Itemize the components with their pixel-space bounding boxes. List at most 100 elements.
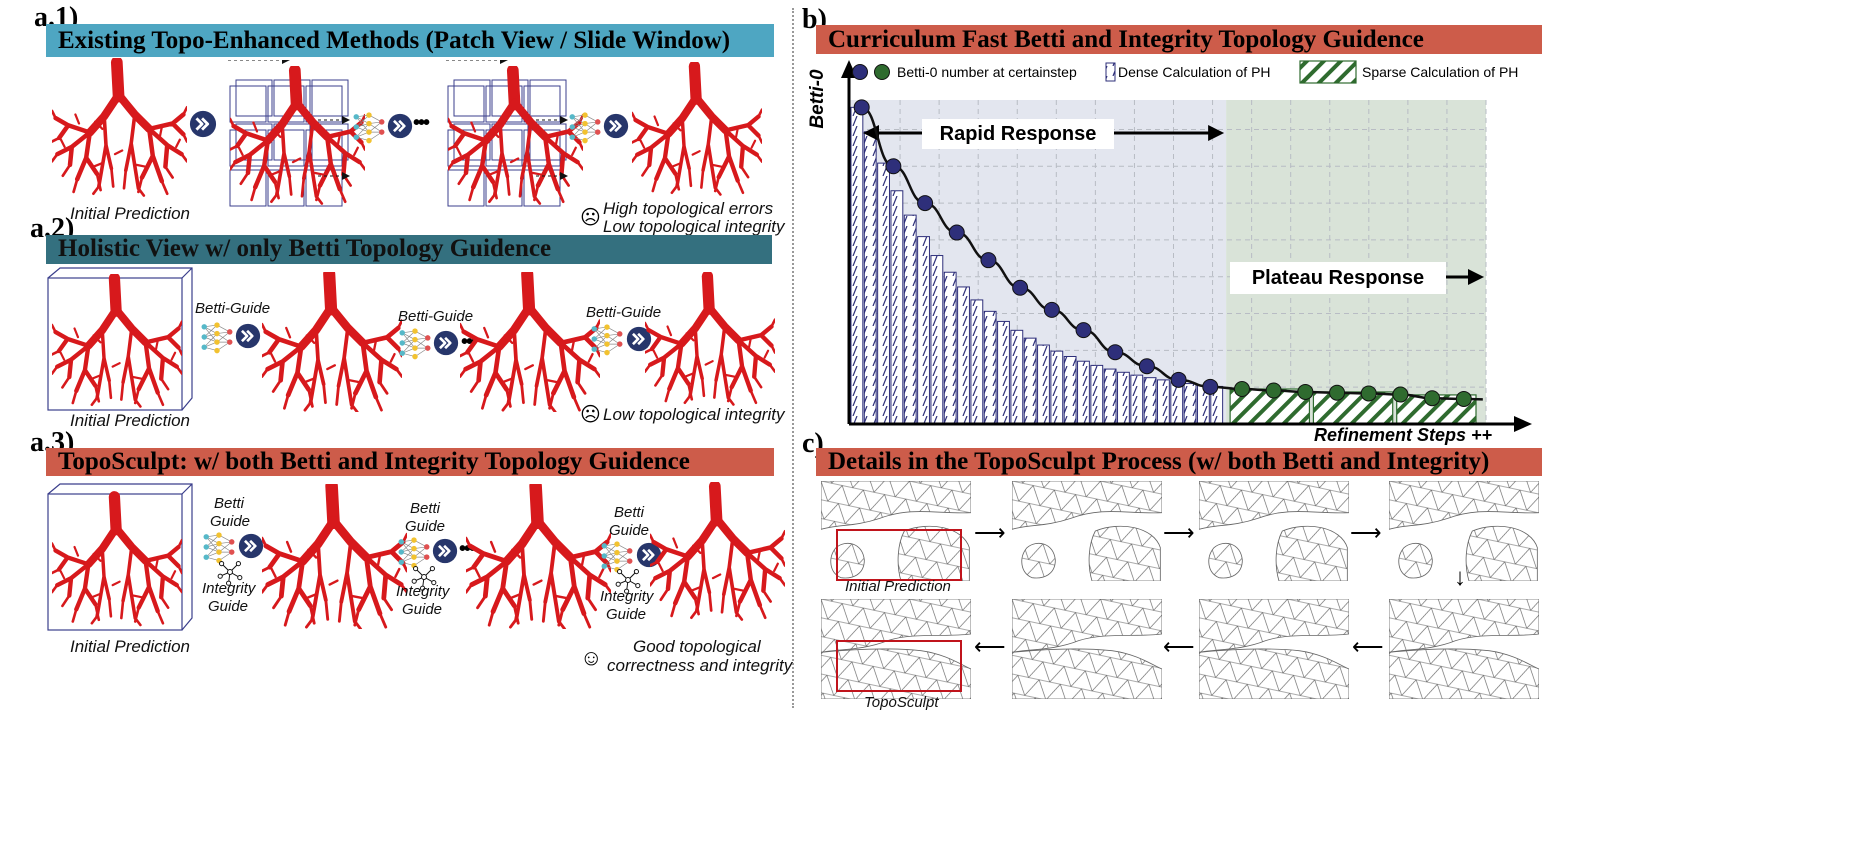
ellipsis: ••• (413, 112, 430, 134)
dense-bar (1063, 355, 1077, 425)
panel-a2-title: Holistic View w/ only Betti Topology Gui… (46, 235, 772, 264)
dense-bar (903, 214, 917, 425)
sparse-point (1265, 382, 1282, 399)
volume-box-a2 (46, 266, 194, 412)
arrow-left-icon: ⟵ (974, 634, 1006, 659)
legend-sparse-point-marker (874, 64, 890, 80)
dense-point (1138, 358, 1155, 375)
integrity-guide-label: Guide (606, 606, 647, 623)
dense-bar (1090, 364, 1104, 425)
dense-bar (850, 106, 864, 425)
mlp-icon (352, 110, 386, 144)
arrow-right-icon: ⟶ (1163, 520, 1195, 545)
dense-bar (997, 320, 1010, 425)
dense-bar (943, 271, 957, 425)
dense-point (917, 195, 934, 212)
caption-final-c: TopoSculpt (864, 694, 939, 711)
plateau-arrow-right (1468, 269, 1484, 285)
legend-sparse-label: Sparse Calculation of PH (1362, 64, 1519, 80)
chevron-icon (235, 323, 261, 349)
arrow-left-icon: ⟵ (1352, 634, 1384, 659)
sparse-point (1455, 390, 1472, 407)
mlp-icon (590, 322, 624, 356)
dense-bar (1103, 368, 1117, 425)
dense-point (1202, 378, 1219, 395)
chart-ylabel: Betti-0 (807, 69, 828, 129)
dense-point (1170, 371, 1187, 388)
panel-divider (792, 8, 794, 708)
dense-bar (877, 162, 890, 425)
patch-grid-2 (440, 60, 590, 210)
sparse-bar (1312, 391, 1394, 425)
betti-guide-label: Guide (210, 513, 251, 530)
note-a1-line2: Low topological integrity (603, 217, 785, 236)
tree-step2-a3 (466, 484, 611, 629)
legend-points-label: Betti-0 number at certainstep (897, 64, 1077, 80)
patch-grid-1 (222, 60, 372, 210)
dense-point (1012, 279, 1029, 296)
legend-dense-point-marker (852, 64, 868, 80)
dense-bar (1130, 374, 1144, 425)
sad-face-icon: ☹ (580, 207, 601, 229)
mlp-icon (568, 110, 602, 144)
betti-guide-label: Betti (614, 504, 645, 521)
rapid-response-label: Rapid Response (922, 119, 1114, 149)
chevron-icon (387, 113, 413, 139)
betti-guide-label: Guide (609, 522, 650, 539)
sparse-point (1360, 385, 1377, 402)
dense-point (885, 158, 902, 175)
dense-bar (957, 286, 970, 425)
tree-initial-a1 (52, 58, 187, 198)
mesh-step-2 (1012, 481, 1162, 581)
tree-step1-a3 (262, 484, 407, 629)
dense-bar (1117, 371, 1130, 425)
arrow-left-icon: ⟵ (1163, 634, 1195, 659)
betti-guide-label: Betti (214, 495, 245, 512)
smile-face-icon: ☺ (580, 645, 603, 670)
dense-point (948, 224, 965, 241)
note-a3-line2: correctness and integrity (607, 656, 793, 675)
dense-bar (1170, 381, 1184, 425)
dense-point (1075, 322, 1092, 339)
sparse-point (1329, 384, 1346, 401)
panel-a3-title: TopoSculpt: w/ both Betti and Integrity … (46, 448, 774, 476)
panel-c-title: Details in the TopoSculpt Process (w/ bo… (816, 448, 1542, 476)
chevron-icon (238, 533, 264, 559)
betti-guide-label: Betti-Guide (398, 308, 474, 325)
arrow-right-icon: ⟶ (974, 520, 1006, 545)
dense-bar (863, 131, 877, 425)
mlp-icon (398, 326, 432, 360)
chevron-icon (433, 330, 459, 356)
dense-bar (1183, 383, 1197, 425)
dense-point (853, 99, 870, 116)
integrity-guide-label: Guide (402, 601, 443, 618)
legend-dense-label: Dense Calculation of PH (1118, 64, 1271, 80)
dense-bar (1077, 360, 1090, 425)
panel-b-title: Curriculum Fast Betti and Integrity Topo… (816, 25, 1542, 54)
arrow-right-icon: ⟶ (1350, 520, 1382, 545)
ellipsis: ••• (459, 538, 476, 560)
betti-guide-label: Guide (405, 518, 446, 535)
note-a3-line1: Good topological (633, 637, 761, 656)
dense-bar (1010, 329, 1024, 425)
note-a1-line1: High topological errors (603, 199, 774, 218)
integrity-guide-label: Integrity (202, 580, 256, 597)
integrity-guide-label: Guide (208, 598, 249, 615)
dense-bar (930, 255, 944, 425)
dense-bar (1050, 350, 1064, 425)
dense-bar (1143, 377, 1157, 425)
highlight-box (836, 640, 962, 692)
legend-dense-marker (1105, 62, 1116, 82)
arrow-down-icon: ↓ (1454, 564, 1466, 591)
tree-step1-a2 (262, 272, 402, 412)
tree-output-a3 (650, 482, 785, 622)
mesh-step-3 (1199, 481, 1349, 581)
dense-bar (917, 236, 930, 425)
chevron-icon (432, 538, 458, 564)
tree-step2-a2 (460, 272, 600, 412)
mesh-step-5 (1389, 599, 1539, 699)
dense-point (1043, 301, 1060, 318)
caption-initial-a2: Initial Prediction (70, 411, 191, 430)
x-axis-arrow (1514, 416, 1532, 432)
highlight-box (836, 529, 962, 581)
